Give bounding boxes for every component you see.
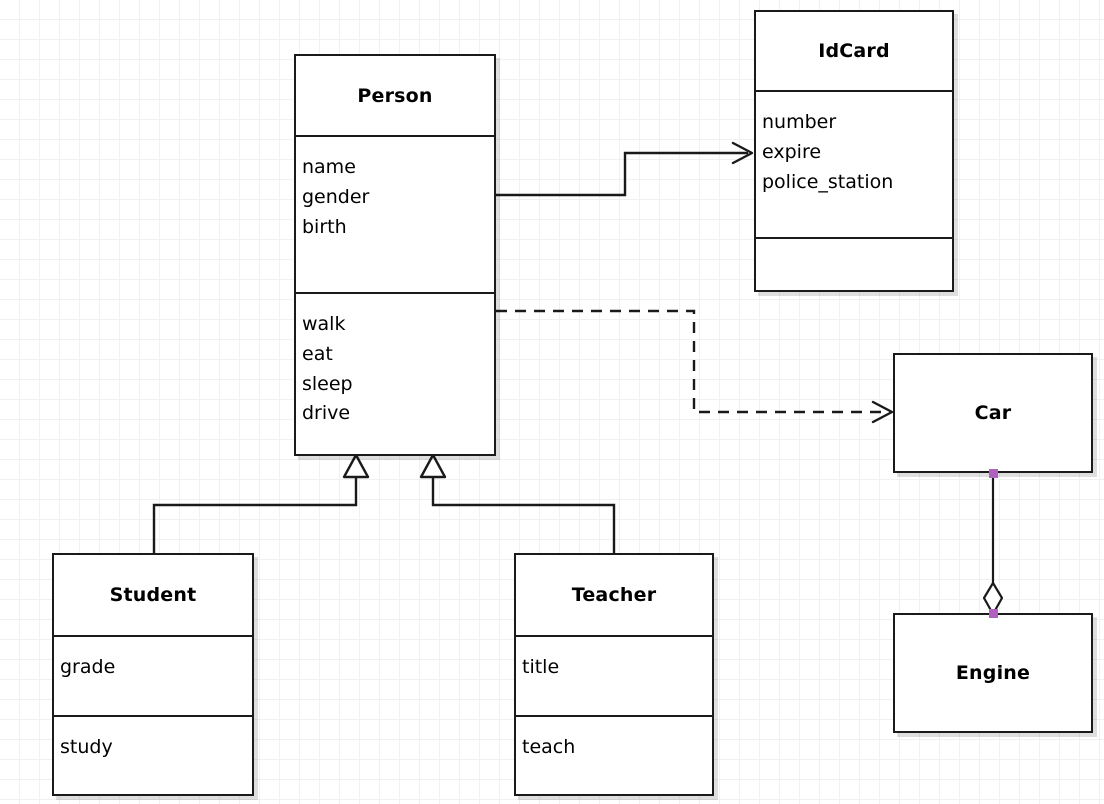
hollow-triangle-icon	[419, 453, 447, 479]
class-name-label: IdCard	[818, 40, 890, 62]
uml-class-car[interactable]: Car	[893, 353, 1093, 473]
open-arrowhead-icon	[871, 400, 894, 424]
class-name-label: Person	[357, 84, 433, 107]
class-name-label: Engine	[955, 662, 1031, 684]
attributes-idcard: number expire police_station	[756, 90, 952, 237]
hollow-triangle-icon	[342, 453, 370, 479]
attribute-row: grade	[60, 656, 116, 678]
edge-person-idcard[interactable]	[496, 141, 754, 197]
operations-teacher: teach	[516, 715, 712, 794]
uml-class-student[interactable]: Student grade study	[52, 553, 254, 796]
class-name-label: Car	[974, 402, 1012, 424]
attributes-student: grade	[54, 635, 252, 715]
operation-row: study	[60, 736, 113, 758]
class-name-person: Person	[296, 56, 494, 135]
class-name-engine: Engine	[895, 615, 1091, 731]
operation-row: teach	[522, 736, 576, 758]
attribute-row: expire	[762, 140, 822, 163]
connection-handle-car-end[interactable]	[989, 469, 998, 478]
attribute-row: gender	[302, 185, 370, 208]
attribute-row: police_station	[762, 170, 894, 193]
open-arrowhead-icon	[731, 141, 754, 165]
class-name-teacher: Teacher	[516, 555, 712, 635]
edge-car-engine[interactable]	[982, 473, 1004, 616]
attributes-teacher: title	[516, 635, 712, 715]
attributes-person: name gender birth	[296, 135, 494, 292]
connection-handle-engine-end[interactable]	[989, 609, 998, 618]
uml-class-teacher[interactable]: Teacher title teach	[514, 553, 714, 796]
attribute-row: number	[762, 111, 837, 133]
attribute-row: birth	[302, 215, 347, 238]
edge-person-car[interactable]	[496, 309, 894, 424]
operations-person: walk eat sleep drive	[296, 292, 494, 454]
operation-row: sleep	[302, 372, 353, 395]
attribute-row: name	[302, 156, 356, 178]
uml-class-idcard[interactable]: IdCard number expire police_station	[754, 10, 954, 292]
operations-idcard-empty	[756, 237, 952, 290]
operation-row: drive	[302, 402, 351, 425]
operation-row: eat	[302, 342, 333, 365]
edge-student-person[interactable]	[152, 453, 370, 553]
uml-class-engine[interactable]: Engine	[893, 613, 1093, 733]
class-name-label: Student	[109, 584, 197, 606]
edge-teacher-person[interactable]	[419, 453, 616, 553]
class-name-idcard: IdCard	[756, 12, 952, 90]
uml-class-person[interactable]: Person name gender birth walk eat sleep …	[294, 54, 496, 456]
operations-student: study	[54, 715, 252, 794]
operation-row: walk	[302, 313, 346, 335]
class-name-label: Teacher	[571, 584, 657, 606]
class-name-student: Student	[54, 555, 252, 635]
class-name-car: Car	[895, 355, 1091, 471]
attribute-row: title	[522, 656, 560, 678]
